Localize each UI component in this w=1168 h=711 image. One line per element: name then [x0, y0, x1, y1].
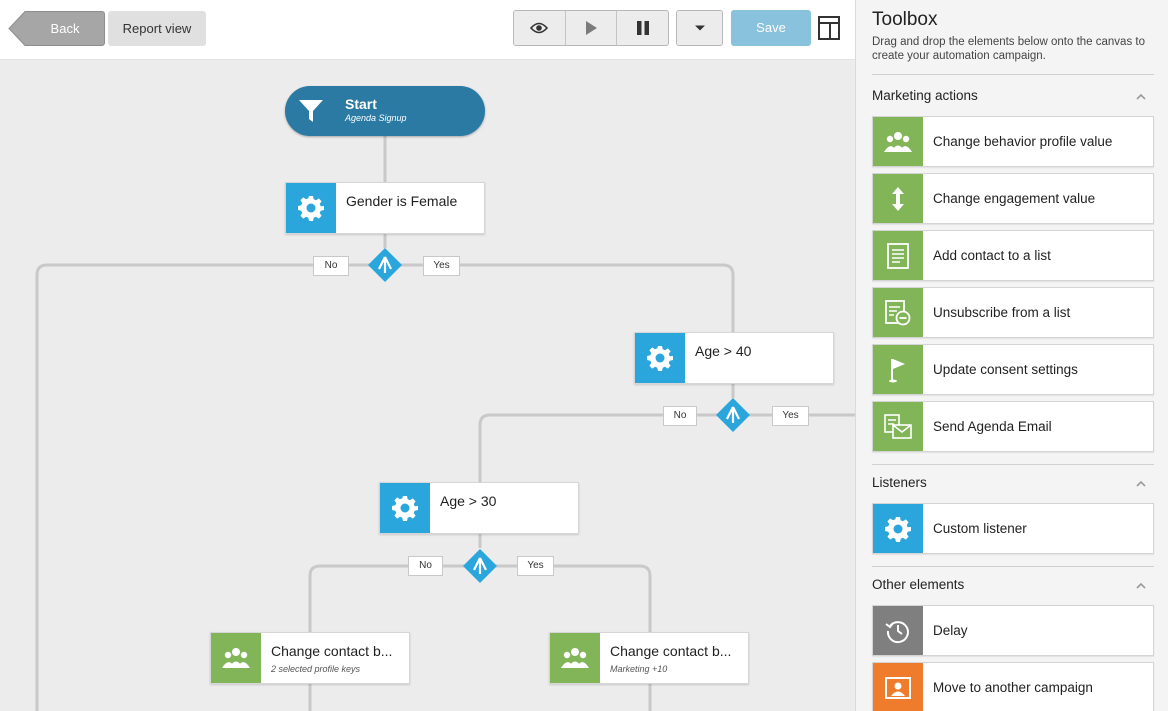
branch-yes-label: Yes: [423, 256, 460, 276]
tool-label: Add contact to a list: [933, 248, 1051, 263]
save-button[interactable]: Save: [731, 10, 811, 46]
action-node-detail: 2 selected profile keys: [271, 664, 361, 674]
section-title-marketing-actions[interactable]: Marketing actions: [872, 88, 978, 103]
list-icon: [873, 231, 923, 280]
tool-update-consent-settings[interactable]: Update consent settings: [872, 344, 1154, 395]
action-node-change-contact-1[interactable]: Change contact b... 2 selected profile k…: [210, 632, 410, 684]
tool-delay[interactable]: Delay: [872, 605, 1154, 656]
branch-no-label: No: [408, 556, 443, 576]
people-icon: [873, 117, 923, 166]
action-node-change-contact-2[interactable]: Change contact b... Marketing +10: [549, 632, 749, 684]
branch-yes-label: Yes: [517, 556, 554, 576]
action-node-label: Change contact b...: [271, 643, 393, 659]
tool-label: Delay: [933, 623, 968, 638]
campaign-control-group: [513, 10, 669, 46]
play-icon: [586, 21, 597, 35]
branch-no-label: No: [313, 256, 349, 276]
clock-icon: [873, 606, 923, 655]
eye-icon: [530, 22, 549, 34]
gear-icon: [873, 504, 923, 553]
branch-no-label: No: [663, 406, 697, 426]
start-campaign-button[interactable]: [566, 11, 618, 45]
start-node[interactable]: Start Agenda Signup: [285, 86, 485, 136]
tool-label: Unsubscribe from a list: [933, 305, 1071, 320]
more-options-dropdown[interactable]: [676, 10, 723, 46]
branch-icon: [715, 397, 751, 433]
divider: [872, 464, 1154, 465]
tool-send-agenda-email[interactable]: Send Agenda Email: [872, 401, 1154, 452]
list-remove-icon: [873, 288, 923, 337]
condition-node-label: Age > 30: [440, 493, 497, 509]
start-node-title: Start: [345, 96, 377, 112]
tool-label: Change engagement value: [933, 191, 1096, 206]
action-node-detail: Marketing +10: [610, 664, 668, 674]
updown-arrow-icon: [873, 174, 923, 223]
start-node-subtitle: Agenda Signup: [345, 113, 407, 123]
tool-label: Custom listener: [933, 521, 1027, 536]
action-node-label: Change contact b...: [610, 643, 732, 659]
email-icon: [873, 402, 923, 451]
toolbox-title: Toolbox: [872, 9, 938, 30]
condition-node-gender[interactable]: Gender is Female: [285, 182, 485, 234]
back-button[interactable]: Back: [8, 11, 105, 46]
back-arrow-shape: [8, 11, 105, 46]
tool-unsubscribe-from-list[interactable]: Unsubscribe from a list: [872, 287, 1154, 338]
tool-change-engagement-value[interactable]: Change engagement value: [872, 173, 1154, 224]
preview-button[interactable]: [514, 11, 566, 45]
people-icon: [550, 633, 600, 683]
campaign-canvas[interactable]: Start Agenda Signup Gender is Female No …: [0, 61, 855, 711]
condition-node-label: Age > 40: [695, 343, 752, 359]
branch-icon: [462, 548, 498, 584]
condition-node-age40[interactable]: Age > 40: [634, 332, 834, 384]
caret-down-icon: [694, 25, 705, 31]
section-title-other-elements[interactable]: Other elements: [872, 577, 965, 592]
tool-change-behavior-profile[interactable]: Change behavior profile value: [872, 116, 1154, 167]
tool-custom-listener[interactable]: Custom listener: [872, 503, 1154, 554]
gear-icon: [380, 483, 430, 533]
tool-move-to-another-campaign[interactable]: Move to another campaign: [872, 662, 1154, 711]
back-button-label: Back: [50, 21, 80, 36]
chevron-up-icon[interactable]: [1136, 581, 1146, 591]
condition-node-label: Gender is Female: [346, 193, 458, 209]
branch-yes-label: Yes: [772, 406, 809, 426]
tool-add-contact-to-list[interactable]: Add contact to a list: [872, 230, 1154, 281]
connector-lines: [35, 136, 855, 711]
condition-node-age30[interactable]: Age > 30: [379, 482, 579, 534]
layout-toggle-icon[interactable]: [818, 16, 840, 40]
pause-campaign-button[interactable]: [617, 11, 668, 45]
tool-label: Send Agenda Email: [933, 419, 1052, 434]
pause-icon: [636, 21, 649, 35]
gear-icon: [635, 333, 685, 383]
chevron-up-icon[interactable]: [1136, 92, 1146, 102]
toolbox-panel: Toolbox Drag and drop the elements below…: [855, 0, 1168, 711]
toolbox-description: Drag and drop the elements below onto th…: [872, 36, 1145, 62]
section-title-listeners[interactable]: Listeners: [872, 475, 927, 490]
report-view-button[interactable]: Report view: [108, 11, 206, 46]
top-toolbar: Back Report view Save: [0, 0, 855, 60]
chevron-up-icon[interactable]: [1136, 479, 1146, 489]
flag-icon: [873, 345, 923, 394]
tool-label: Change behavior profile value: [933, 134, 1113, 149]
gear-icon: [286, 183, 336, 233]
tool-label: Update consent settings: [933, 362, 1078, 377]
divider: [872, 566, 1154, 567]
funnel-icon: [299, 100, 323, 122]
divider: [872, 74, 1154, 75]
campaign-icon: [873, 663, 923, 711]
tool-label: Move to another campaign: [933, 680, 1093, 695]
people-icon: [211, 633, 261, 683]
branch-icon: [367, 247, 403, 283]
